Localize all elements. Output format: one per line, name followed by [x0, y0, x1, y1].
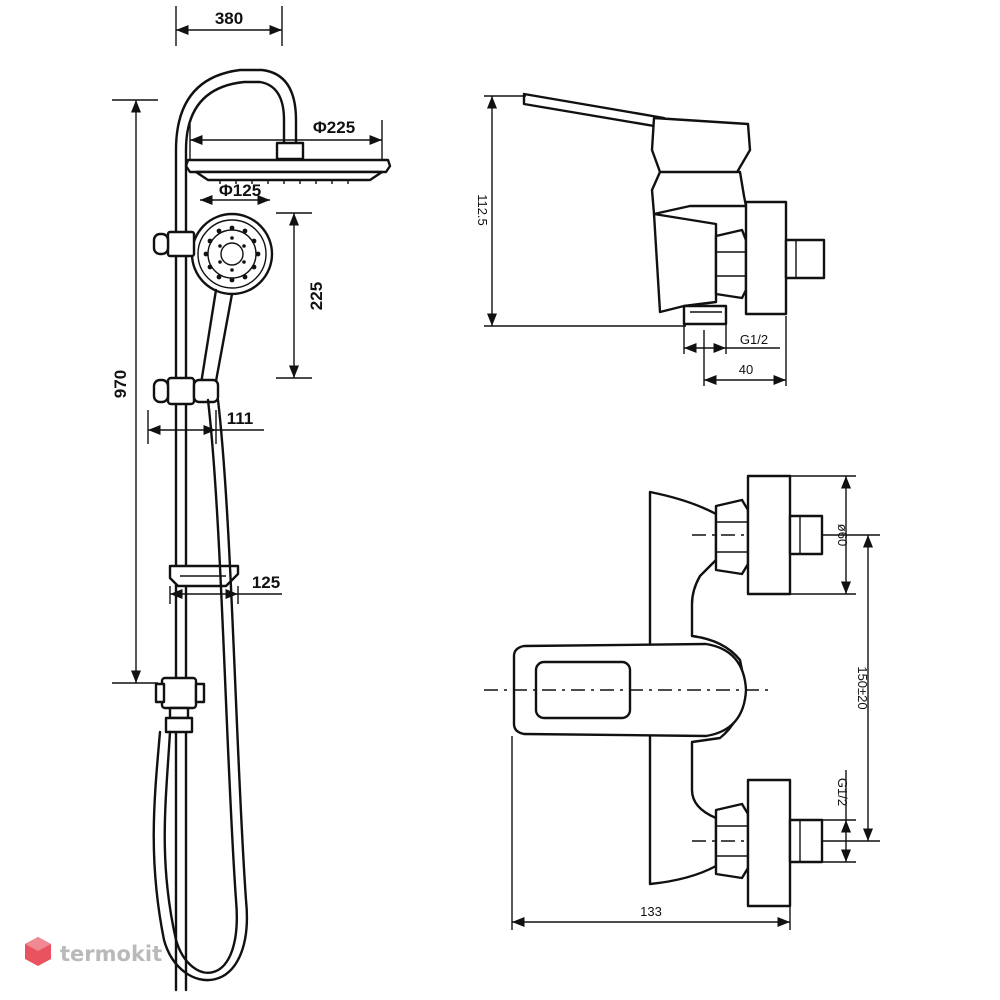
- watermark: termokit: [25, 937, 162, 966]
- dim-head-diameter: Φ225: [189, 118, 383, 160]
- dim-label-total-height: 970: [111, 370, 130, 398]
- upper-slider: [152, 230, 196, 258]
- dim-mixer-depth: 40: [703, 316, 787, 386]
- flange-top: [746, 474, 792, 596]
- dim-shower-reach: 380: [175, 6, 283, 46]
- dim-label-mixer-depth: 40: [739, 362, 753, 377]
- dim-center-distance: 150±20: [822, 534, 880, 842]
- riser-pipe: [174, 68, 298, 992]
- dim-holder-offset: 111: [147, 409, 264, 444]
- mixer-nut: [714, 228, 748, 300]
- dim-label-mixer-height: 112.5: [475, 194, 490, 226]
- dim-label-center-distance: 150±20: [855, 666, 870, 709]
- dim-label-holder-offset: 111: [227, 409, 254, 428]
- dim-label-shower-reach: 380: [215, 9, 243, 28]
- soap-shelf: [168, 564, 240, 588]
- eccentric-top: [788, 514, 824, 556]
- dim-label-hand-diameter: Φ125: [219, 181, 261, 200]
- dim-label-thread-side: G1/2: [740, 332, 768, 347]
- flange-bottom: [746, 778, 792, 908]
- mixer-front-view: [484, 474, 824, 908]
- dim-shelf-depth: 125: [169, 573, 282, 604]
- overhead-shower-head: [184, 158, 392, 184]
- dim-label-shelf-depth: 125: [252, 573, 280, 592]
- watermark-text: termokit: [60, 942, 162, 966]
- dim-total-height: 970: [111, 99, 158, 684]
- dim-hand-diameter: Φ125: [200, 181, 270, 206]
- hand-shower-holder: [152, 376, 220, 406]
- dim-label-thread-front: G1/2: [835, 778, 850, 806]
- shower-column-view: [152, 68, 392, 992]
- mixer-front-nut-top: [714, 498, 750, 576]
- diverter: [154, 676, 206, 734]
- dim-label-head-diameter: Φ225: [313, 118, 355, 137]
- shower-hose: [163, 398, 239, 974]
- dim-label-hand-drop: 225: [307, 282, 326, 310]
- mixer-side-view: [522, 92, 826, 326]
- mixer-lever: [522, 92, 668, 130]
- riser-pipe-inner: [184, 80, 286, 992]
- termokit-logo-icon: [25, 937, 51, 966]
- dim-thread-front: G1/2: [822, 770, 856, 863]
- dim-label-mixer-width: 133: [640, 904, 662, 919]
- dim-hand-drop: 225: [276, 212, 326, 379]
- mixer-outlet: [682, 304, 728, 326]
- wall-flange: [744, 200, 788, 316]
- dim-thread-side: G1/2: [683, 324, 780, 354]
- dim-mixer-height: 112.5: [475, 95, 686, 327]
- eccentric-fitting: [784, 238, 826, 280]
- eccentric-bottom: [788, 818, 824, 864]
- hand-shower: [190, 212, 274, 394]
- dim-mixer-width: 133: [511, 736, 791, 930]
- shower-hose-inner: [152, 398, 249, 982]
- mixer-body: [650, 116, 752, 182]
- head-connector: [275, 141, 305, 161]
